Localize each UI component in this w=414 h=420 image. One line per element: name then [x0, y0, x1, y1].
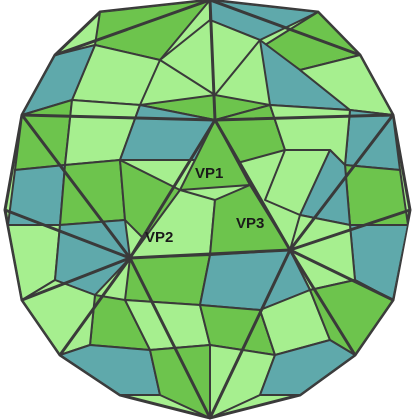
tile-ul-4: [60, 160, 125, 225]
vp3-label: VP3: [236, 215, 264, 232]
tile-ur-3: [345, 165, 408, 225]
tile-lm-1: [125, 255, 210, 305]
tile-b-1: [60, 345, 160, 395]
vp2-label: VP2: [145, 229, 173, 246]
capsid-tiles: [8, 0, 408, 418]
vp1-label: VP1: [195, 165, 223, 182]
